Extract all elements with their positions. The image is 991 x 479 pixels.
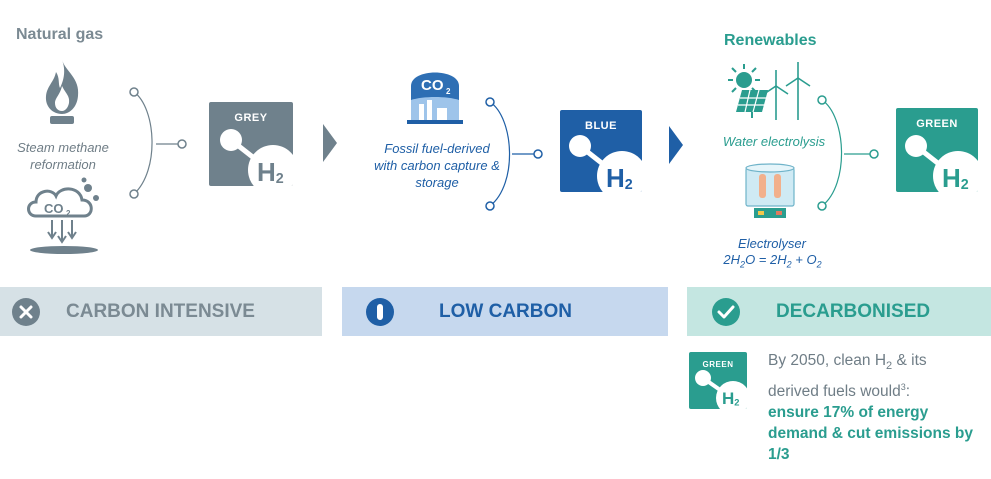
grey-tile-label: GREY <box>234 112 268 124</box>
info-circle-icon <box>366 298 394 326</box>
solar-panel-icon <box>736 89 768 118</box>
decarbonised-band: DECARBONISED <box>687 287 991 336</box>
green-h2-text: H2 <box>942 163 969 192</box>
stat-tile-label: GREEN <box>702 360 734 369</box>
steam-methane-reformation-label: Steam methane reformation <box>17 140 109 172</box>
stat-line2: derived fuels would <box>768 383 901 401</box>
electrolyser-label: Electrolyser <box>738 236 806 251</box>
svg-text:CO: CO <box>44 201 64 216</box>
stat-line1-suffix: & its <box>892 352 927 369</box>
green-tile-label: GREEN <box>916 118 958 130</box>
decarbonised-label: DECARBONISED <box>776 301 931 322</box>
green-h2-tile: GREEN H2 <box>896 108 978 192</box>
grey-bracket-connector <box>129 87 187 199</box>
low-carbon-band: LOW CARBON <box>342 287 668 336</box>
renewables-title: Renewables <box>724 32 817 49</box>
h2-molecule-icon <box>695 370 747 409</box>
green-bracket-connector <box>817 95 879 211</box>
grey-h2-text: H2 <box>257 157 284 186</box>
blue-tile-label: BLUE <box>585 120 617 132</box>
stat-text-block: By 2050, clean H2 & its derived fuels wo… <box>768 350 988 465</box>
check-circle-icon <box>712 298 740 326</box>
footnote-mark: 3 <box>900 382 906 393</box>
stat-green-h2-tile: GREEN H2 <box>689 352 747 409</box>
svg-text:CO: CO <box>421 77 444 94</box>
stat-line1-sub: 2 <box>886 360 893 373</box>
cross-circle-icon <box>12 298 40 326</box>
svg-text:2: 2 <box>66 209 71 218</box>
carbon-intensive-band: CARBON INTENSIVE <box>0 287 322 336</box>
flame-icon <box>45 60 79 124</box>
water-electrolysis-label: Water electrolysis <box>722 134 826 149</box>
natural-gas-title: Natural gas <box>16 26 104 43</box>
stat-line1-prefix: By 2050, clean H <box>768 352 887 369</box>
grey-h2-tile: GREY H2 <box>209 102 293 186</box>
electrolyser-icon <box>745 163 795 218</box>
carbon-intensive-label: CARBON INTENSIVE <box>66 301 255 322</box>
blue-h2-tile: BLUE H2 <box>560 110 642 192</box>
grey-chevron-icon <box>323 124 337 162</box>
low-carbon-label: LOW CARBON <box>439 301 572 322</box>
blue-chevron-icon <box>669 126 683 164</box>
wind-turbine-icon <box>763 62 811 120</box>
blue-bracket-connector <box>485 97 543 211</box>
h2-molecule-icon <box>220 129 293 186</box>
stat-h2-text: H2 <box>722 389 740 408</box>
carbon-capture-dome-icon: CO 2 <box>407 72 463 124</box>
svg-text:2: 2 <box>446 87 451 96</box>
stat-bold-text: ensure 17% of energy demand & cut emissi… <box>768 404 973 464</box>
blue-h2-text: H2 <box>606 163 633 192</box>
stat-line2-end: : <box>905 383 911 401</box>
fossil-ccs-label: Fossil fuel-derived with carbon capture … <box>374 141 500 190</box>
electrolysis-equation: 2H2O = 2H2 + O2 <box>723 252 822 270</box>
co2-emission-icon: CO 2 <box>27 177 99 254</box>
h2-molecule-icon <box>569 135 642 192</box>
h2-molecule-icon <box>905 135 978 192</box>
